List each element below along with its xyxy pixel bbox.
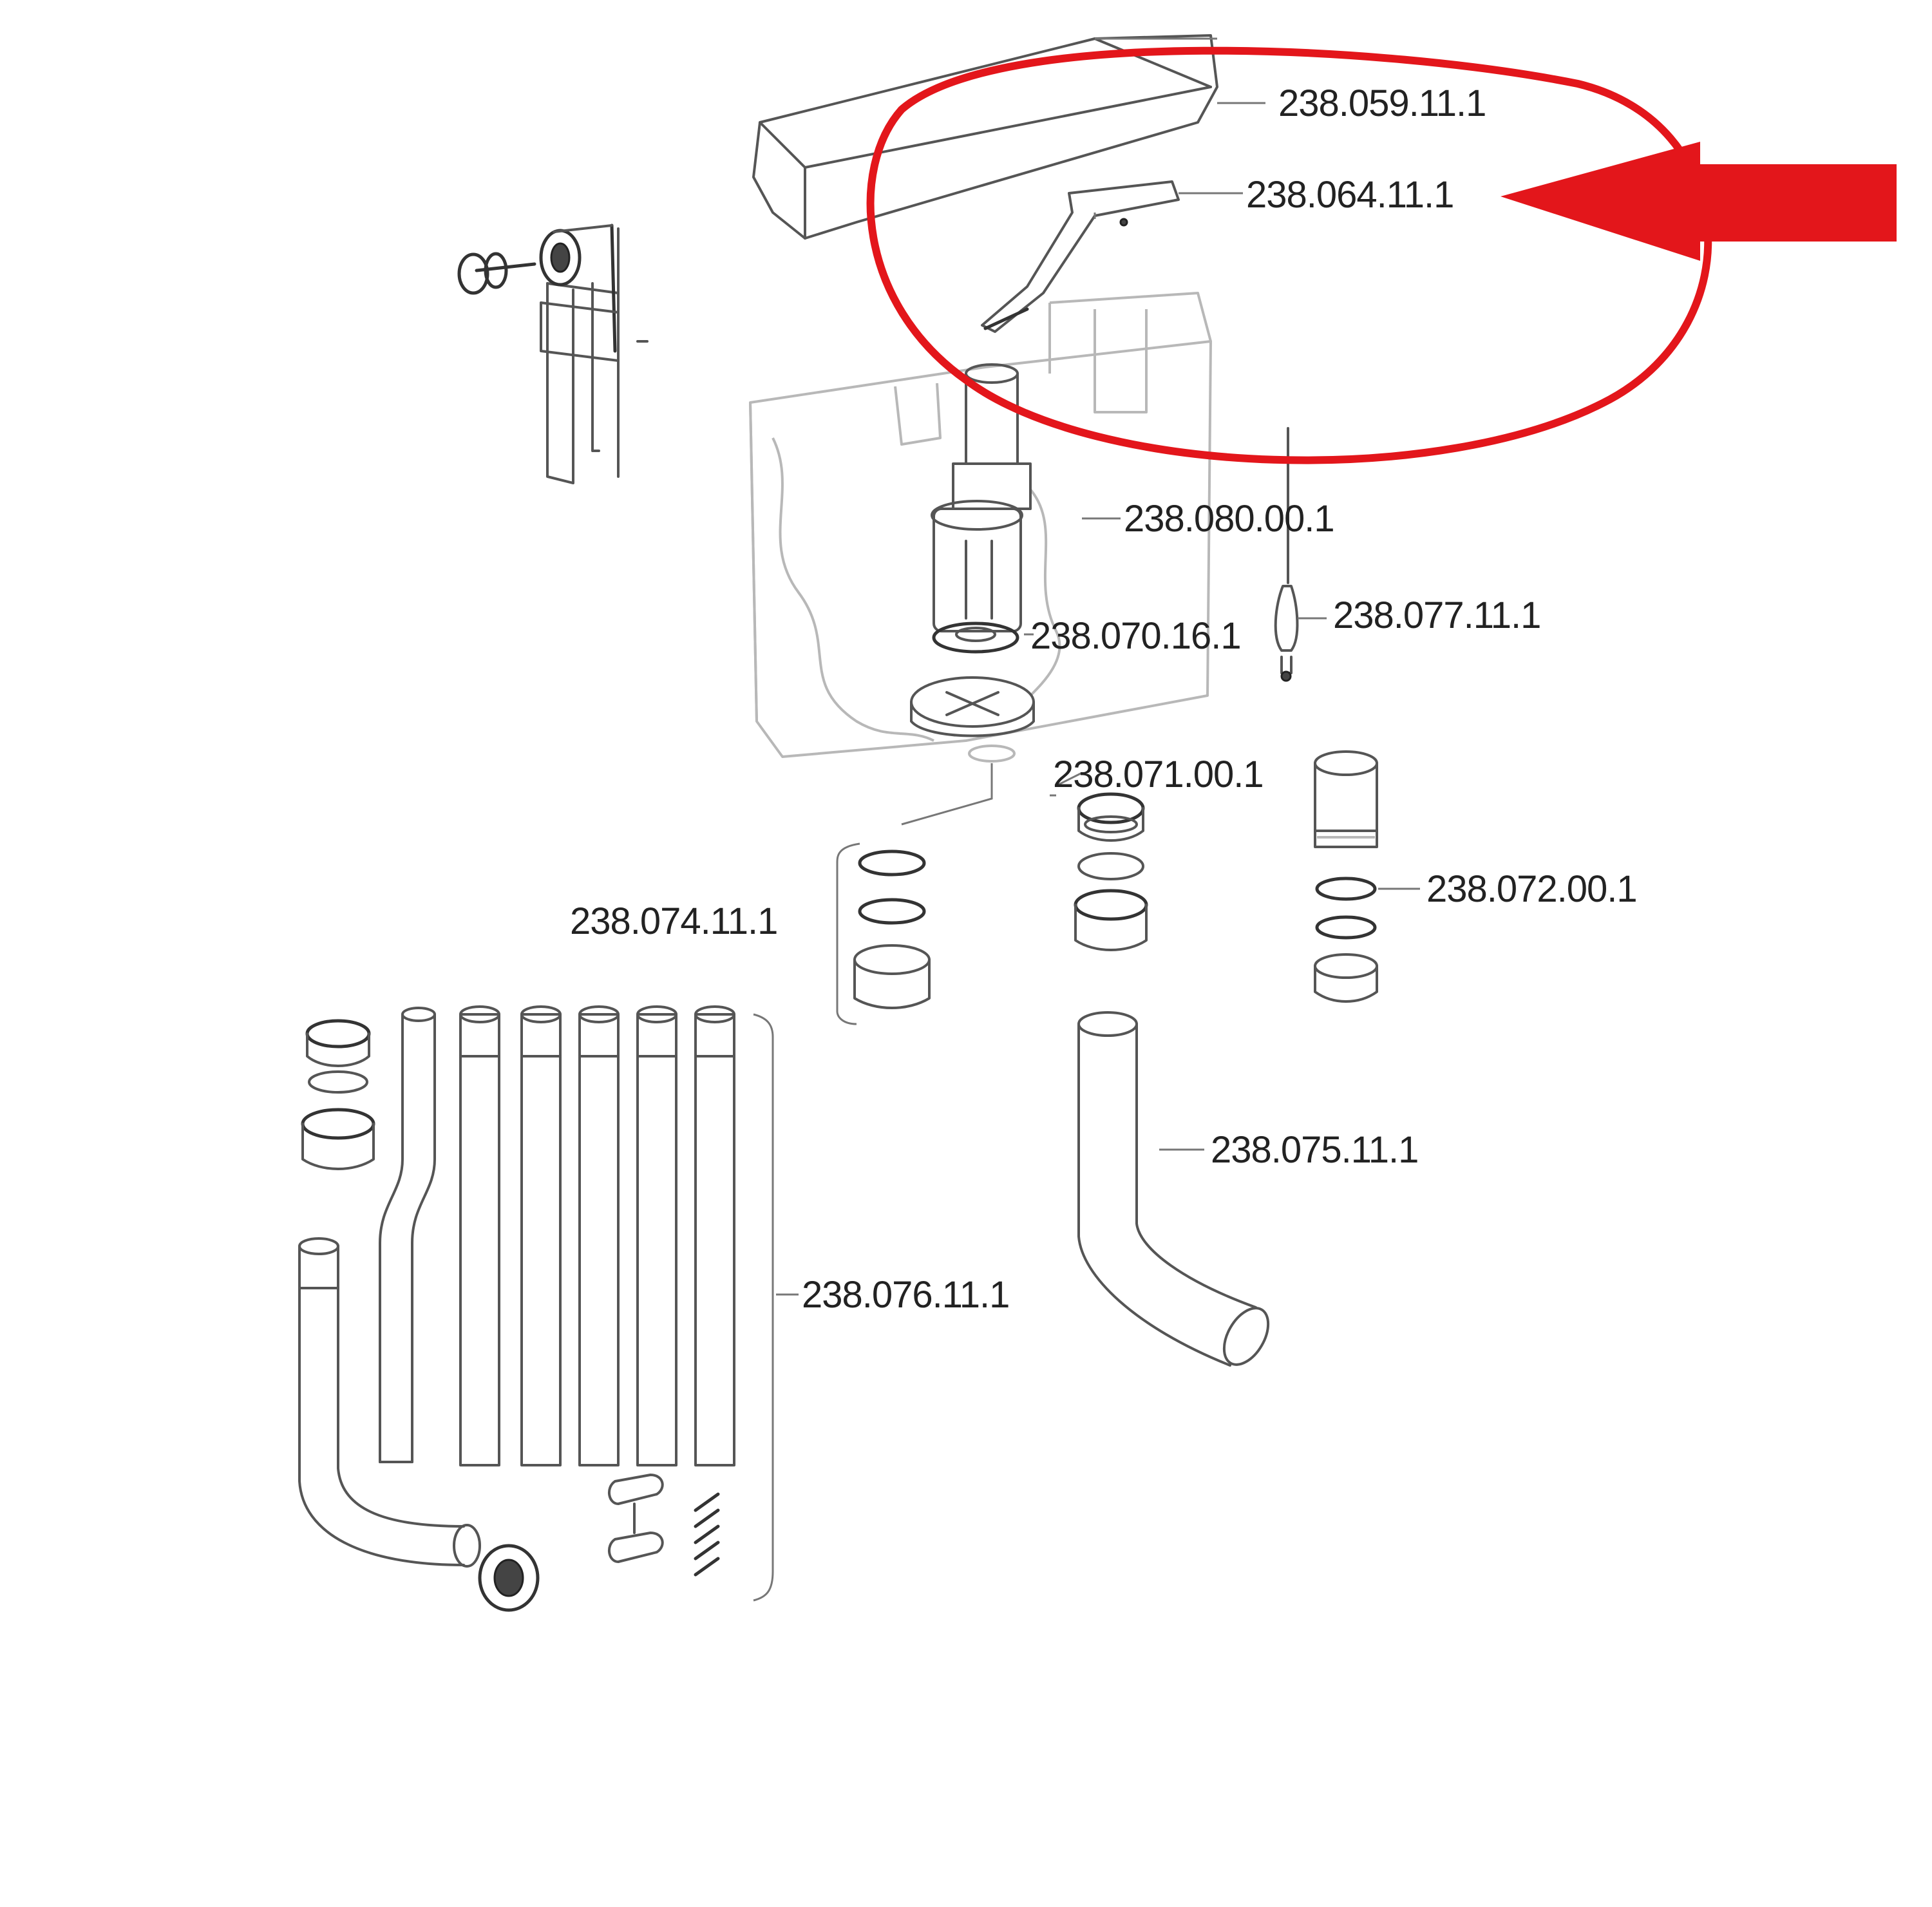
fill-valve[interactable] (457, 223, 649, 484)
cistern-cover[interactable] (752, 34, 1218, 240)
seal-set-parts[interactable] (836, 842, 931, 1025)
label-valve-seal: 238.070.16.1 (1030, 615, 1241, 657)
flush-lever[interactable] (981, 180, 1180, 333)
outlet-nut-parts[interactable] (1074, 792, 1148, 951)
pipe-set[interactable] (298, 1005, 774, 1612)
valve-seal[interactable] (932, 621, 1019, 654)
label-pull-rod: 238.077.11.1 (1333, 594, 1540, 636)
label-flush-valve: 238.080.00.1 (1124, 498, 1334, 540)
label-pipe-set: 238.076.11.1 (802, 1274, 1009, 1316)
label-lever: 238.064.11.1 (1246, 174, 1454, 216)
flush-valve[interactable] (931, 363, 1032, 632)
label-flush-bend: 238.075.11.1 (1211, 1129, 1418, 1171)
connector-parts[interactable] (1314, 750, 1378, 1003)
highlight-ring (866, 46, 1712, 464)
label-connector: 238.072.00.1 (1426, 868, 1637, 910)
label-cover: 238.059.11.1 (1278, 82, 1486, 124)
cistern-tank[interactable] (749, 292, 1212, 758)
left-arrow-icon (1501, 142, 1897, 261)
pull-rod[interactable] (1274, 427, 1299, 682)
label-seal-set: 238.074.11.1 (570, 900, 777, 942)
highlight-annotation (866, 46, 1897, 464)
leader-lines (776, 37, 1420, 1296)
cistern-outlet[interactable] (910, 676, 1035, 763)
part-labels: 238.059.11.1 238.064.11.1 238.080.00.1 2… (570, 82, 1638, 1316)
flush-bend[interactable] (1077, 1011, 1277, 1372)
label-outlet-nut: 238.071.00.1 (1053, 754, 1264, 795)
